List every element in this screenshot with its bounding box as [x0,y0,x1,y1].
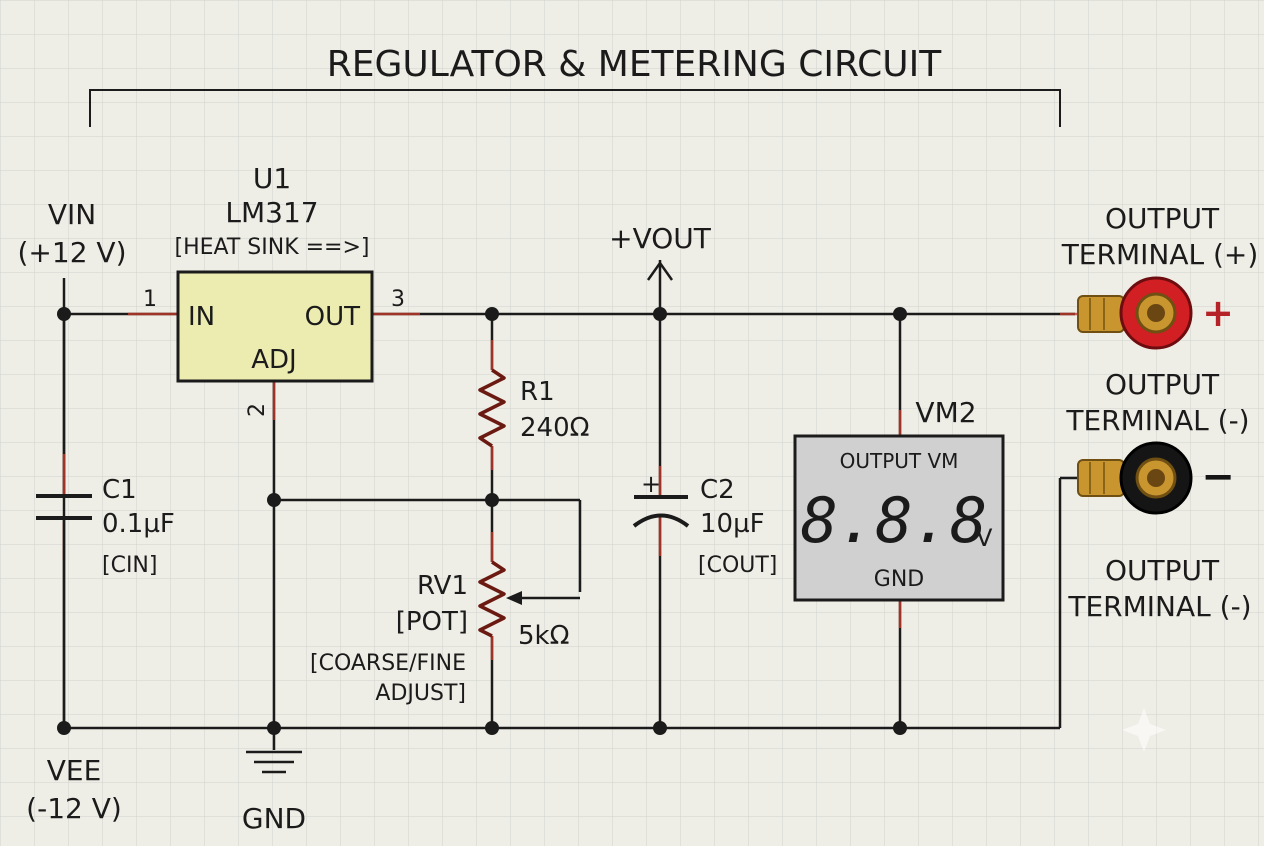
junction-dot [485,721,499,735]
junction-dot [267,721,281,735]
terminal-minus-line1: OUTPUT [1105,368,1220,401]
vin-label: VIN [48,198,96,231]
rv1-value: 5kΩ [518,621,569,651]
junctions [57,307,907,735]
c1-ref: C1 [102,475,137,505]
r1-value: 240Ω [520,413,590,443]
vm2-title: OUTPUT VM [840,449,959,473]
terminal-plus-line2: TERMINAL (+) [1061,238,1259,271]
junction-dot [893,307,907,321]
ground-symbol: GND [242,750,306,835]
vm2-voltmeter: VM2 OUTPUT VM 8.8.8 V GND [793,396,1005,602]
terminal-plus-line1: OUTPUT [1105,202,1220,235]
vm2-display: 8.8.8 [801,484,988,557]
r1-zigzag [478,368,506,448]
junction-dot [57,307,71,321]
u1-pin-in-label: IN [188,302,215,332]
terminal-minus2-line1: OUTPUT [1105,554,1220,587]
vin-value: (+12 V) [18,236,127,269]
pin-tints [62,312,1078,660]
rv1-type: [POT] [396,607,468,637]
terminal-minus2-line2: TERMINAL (-) [1067,590,1251,623]
title-bracket [89,89,1061,127]
junction-dot [485,493,499,507]
output-terminal-minus: OUTPUT TERMINAL (-) − [1065,368,1250,515]
vee-value: (-12 V) [26,792,122,825]
u1-pin1-number: 1 [143,287,157,312]
c2-note: [COUT] [698,553,777,578]
rv1-note-line2: ADJUST] [375,681,466,706]
vm2-gnd-label: GND [874,567,924,592]
junction-dot [653,721,667,735]
gnd-label: GND [242,802,306,835]
c2-polarity: + [641,470,661,498]
vm2-ref: VM2 [915,396,976,429]
terminal-minus-brass-post [1077,459,1125,497]
u1-pin2-number: 2 [245,403,270,417]
output-terminal-plus: OUTPUT TERMINAL (+) + [1061,202,1259,350]
c1-note: [CIN] [102,553,157,578]
c2-ref: C2 [700,475,735,505]
junction-dot [893,721,907,735]
vout-arrow-icon [646,260,674,281]
terminal-minus-line2: TERMINAL (-) [1065,404,1249,437]
vee-label: VEE [47,754,102,787]
rv1-ref: RV1 [417,571,468,601]
u1-pin-adj-label: ADJ [251,345,296,375]
c2-plate-negative [632,513,690,528]
u1-pin-out-label: OUT [305,302,360,332]
r1-resistor: R1 240Ω [478,368,590,448]
terminal-minus-sign: − [1201,454,1235,500]
rv1-wiper-arrow [506,591,522,605]
junction-dot [267,493,281,507]
rv1-zigzag [478,560,506,638]
u1-heatsink-note: [HEAT SINK ==>] [174,235,369,260]
u1-part: LM317 [225,196,318,229]
vm2-body [793,434,1005,602]
u1-body [176,270,374,383]
rv1-potentiometer: RV1 [POT] [COARSE/FINE ADJUST] 5kΩ [310,560,580,706]
r1-ref: R1 [520,377,555,407]
junction-dot [485,307,499,321]
vout-node: +VOUT [609,222,712,281]
u1-regulator: U1 LM317 [HEAT SINK ==>] IN OUT ADJ 1 3 … [143,162,405,417]
sparkle-icon [1122,708,1166,752]
vout-label: +VOUT [609,222,712,255]
c1-value: 0.1µF [102,509,175,539]
c2-value: 10µF [700,509,765,539]
junction-dot [653,307,667,321]
terminal-plus-brass-post [1077,295,1125,333]
u1-ref: U1 [253,162,291,195]
page-title: REGULATOR & METERING CIRCUIT [327,44,943,85]
terminal-plus-sign: + [1202,291,1234,335]
rv1-note-line1: [COARSE/FINE [310,651,466,676]
u1-pin3-number: 3 [391,287,405,312]
c1-capacitor: C1 0.1µF [CIN] [36,475,175,728]
vm2-unit: V [976,524,993,552]
c2-capacitor: + C2 10µF [COUT] [632,470,777,578]
